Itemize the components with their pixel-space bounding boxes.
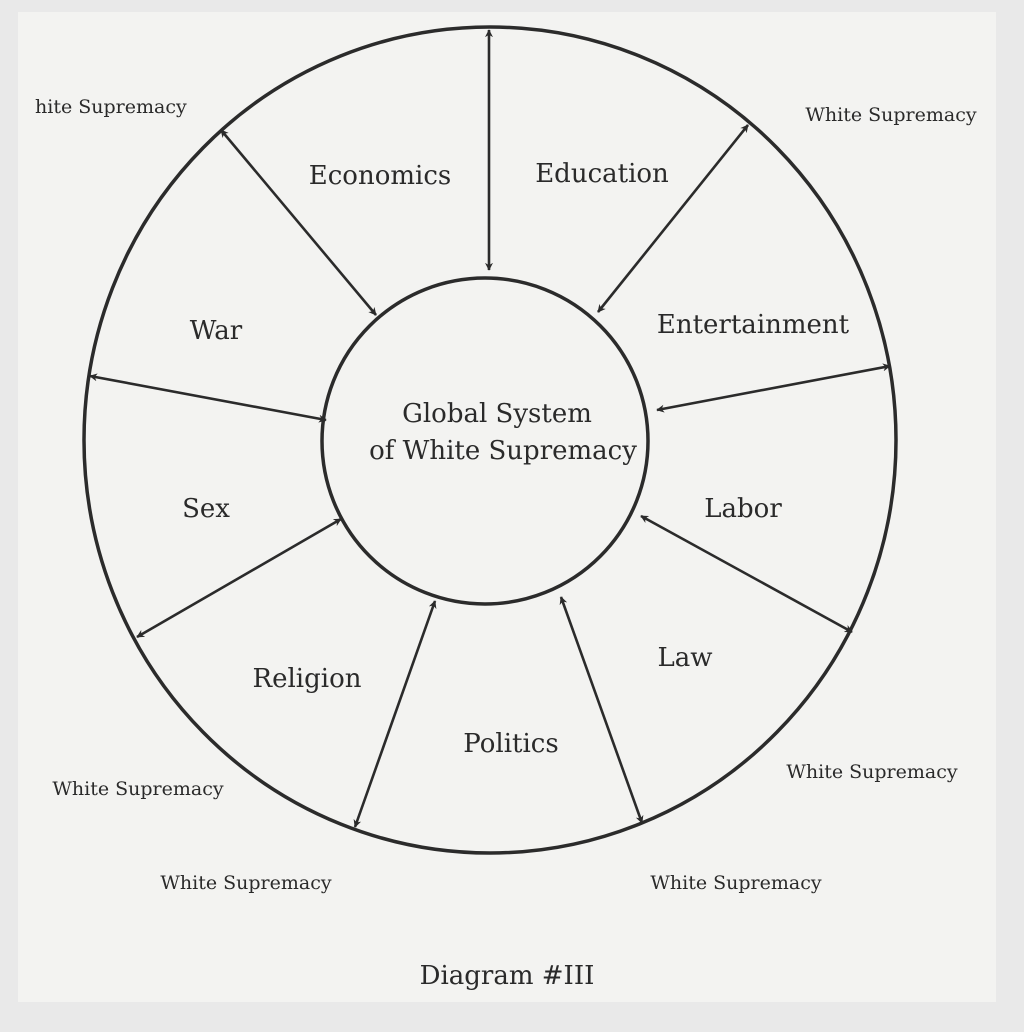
arrow-upper-right [596, 124, 750, 313]
outer-label-bottom-left: White Supremacy [160, 872, 331, 894]
sector-label-labor: Labor [704, 494, 782, 524]
sector-label-politics: Politics [463, 729, 558, 759]
outer-label-bottom-right: White Supremacy [650, 872, 821, 894]
sector-label-war: War [190, 316, 243, 346]
outer-label-right: White Supremacy [786, 761, 957, 783]
arrow-left [89, 373, 327, 423]
sector-label-sex: Sex [182, 494, 230, 524]
center-label-line-2: of White Supremacy [369, 436, 637, 466]
outer-label-top-right: White Supremacy [805, 104, 976, 126]
outer-ring [82, 25, 898, 855]
arrow-bottom-left [353, 600, 437, 828]
arrow-lower-right [640, 514, 853, 634]
arrow-right [656, 363, 891, 413]
arrow-lower-left [136, 517, 342, 639]
connector-arrows [89, 29, 891, 828]
inner-circle [320, 276, 650, 606]
sector-label-education: Education [535, 159, 669, 189]
outer-label-top-left: hite Supremacy [35, 96, 187, 118]
diagram-caption: Diagram #III [420, 961, 595, 991]
sector-label-entertainment: Entertainment [657, 310, 850, 340]
arrow-upper-left [220, 129, 377, 316]
center-label-line-1: Global System [402, 399, 592, 429]
arrow-bottom-right [559, 596, 644, 824]
outer-label-left: White Supremacy [52, 778, 223, 800]
paper-sheet [18, 12, 996, 1002]
sector-label-law: Law [657, 643, 712, 673]
sector-label-economics: Economics [309, 161, 451, 191]
sector-label-religion: Religion [253, 664, 362, 694]
